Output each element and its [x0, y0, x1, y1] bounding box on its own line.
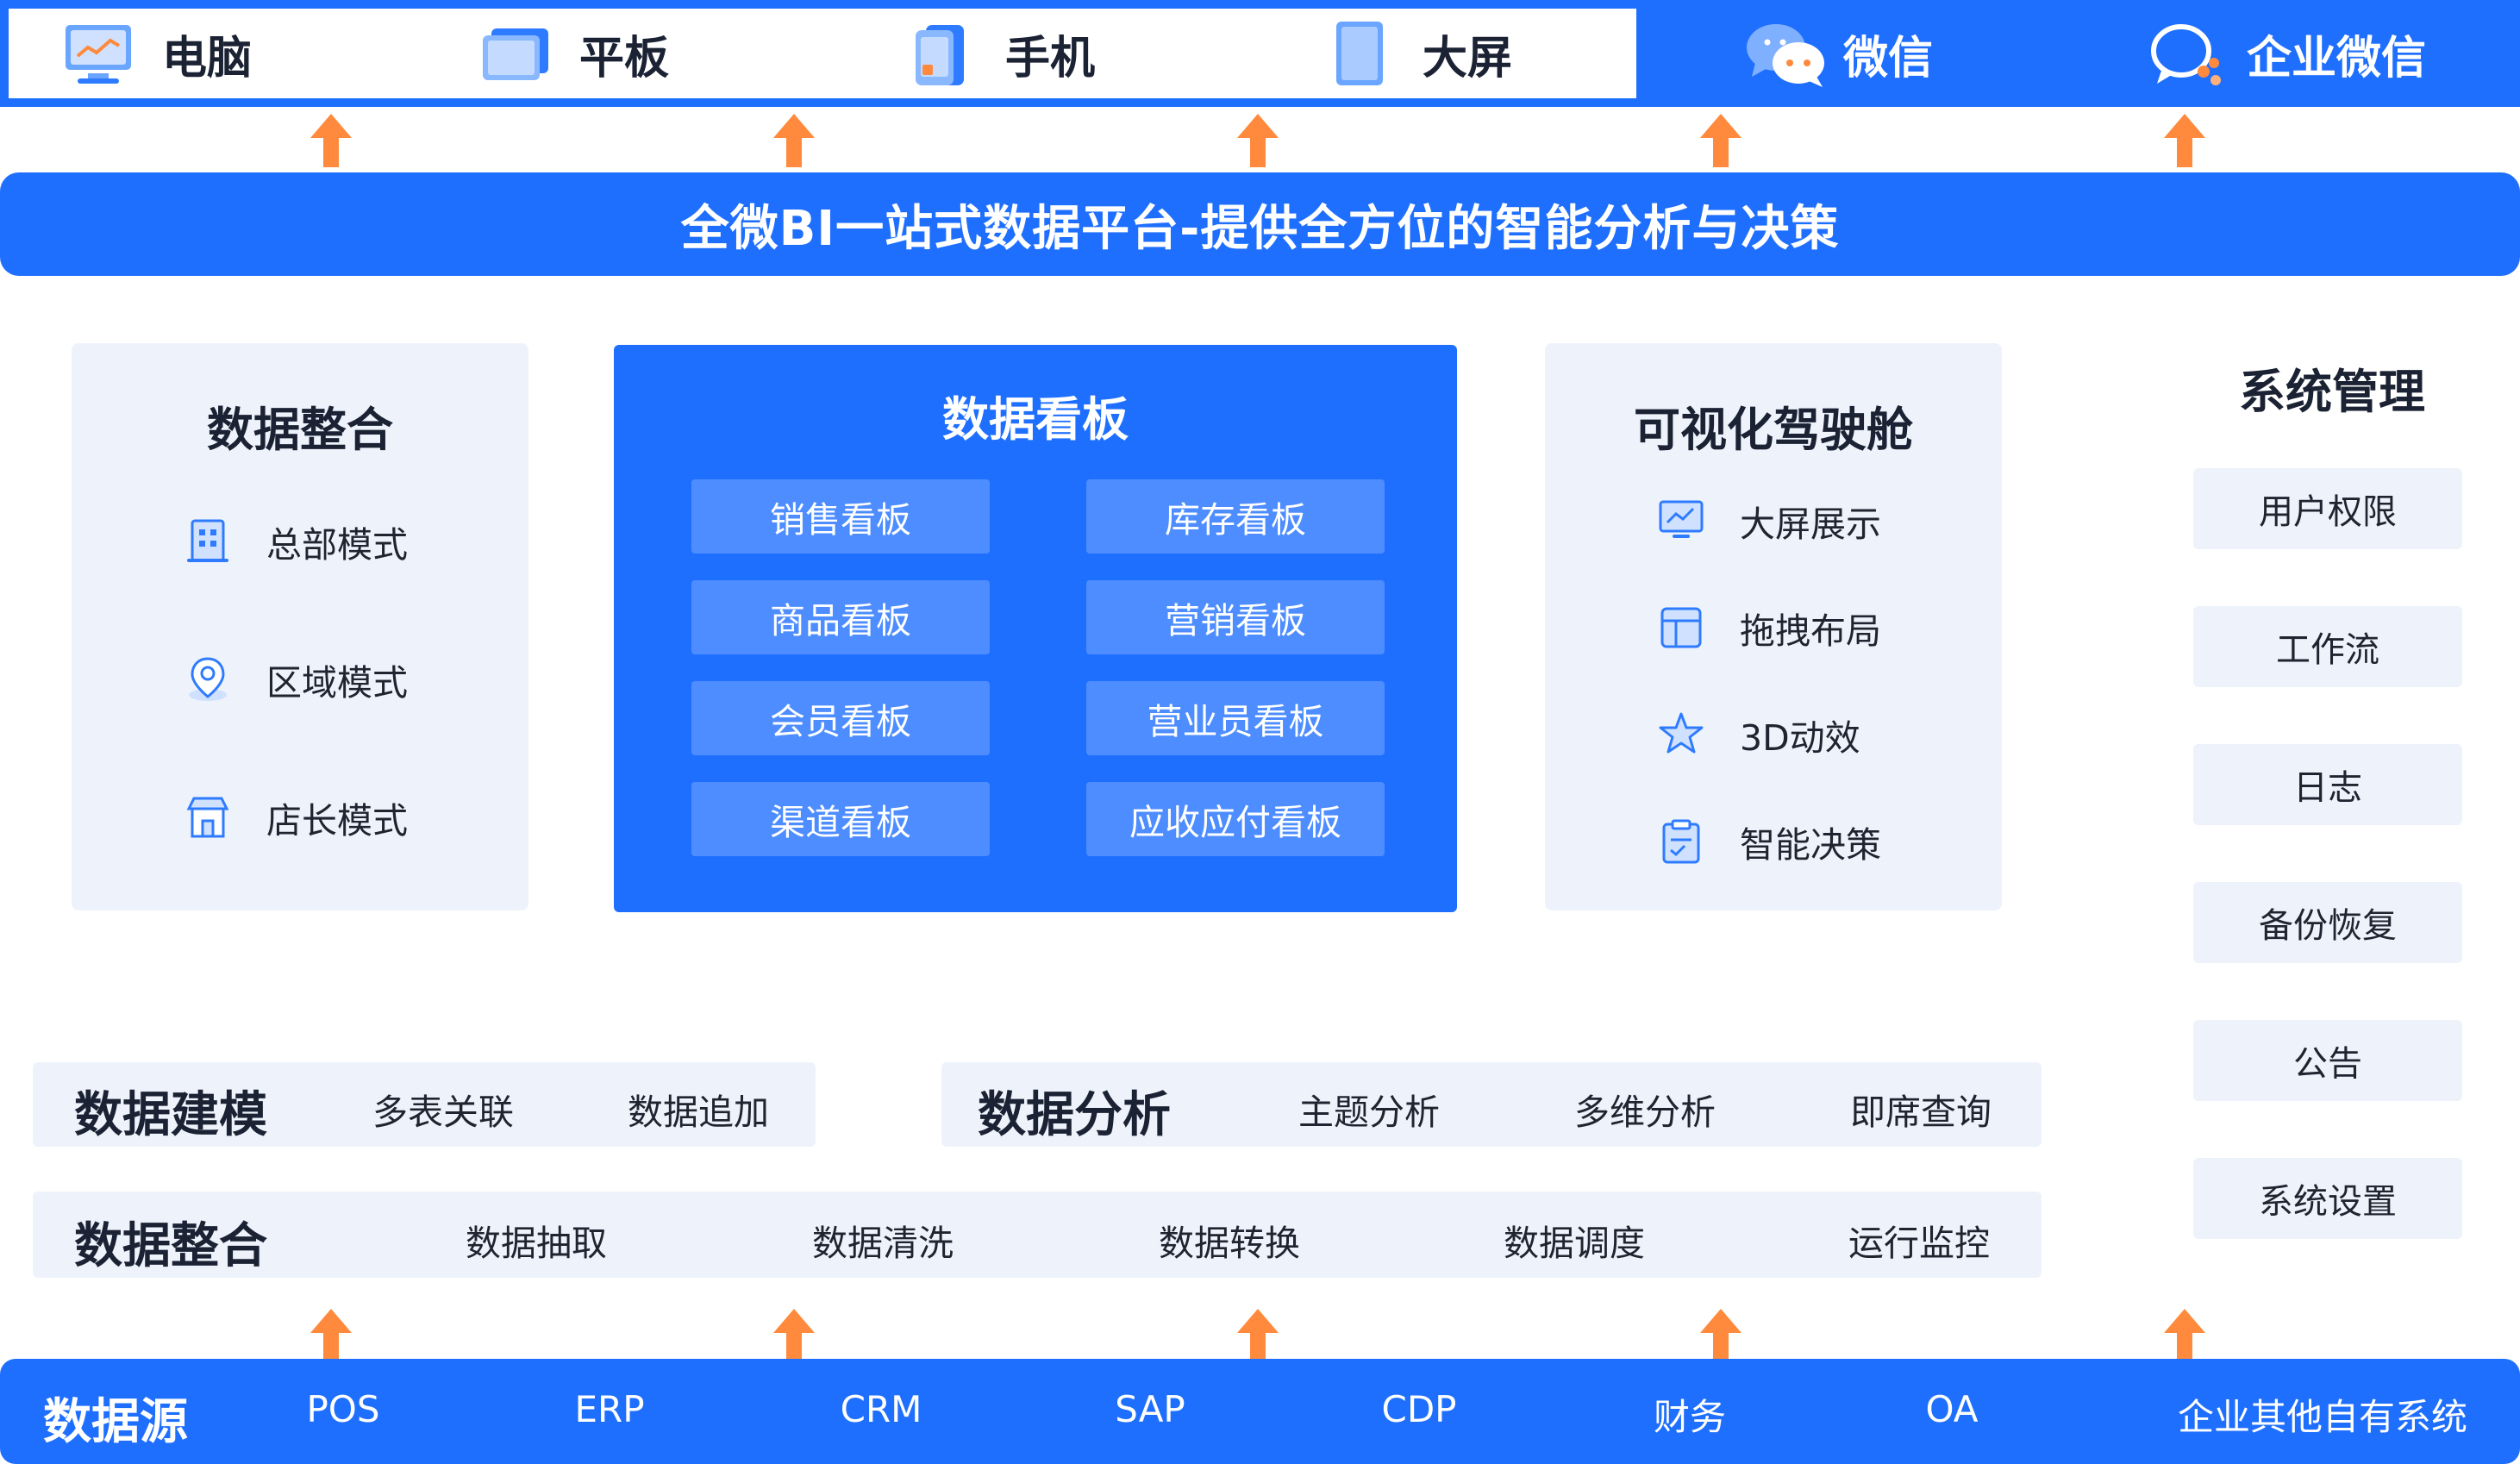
up-arrow	[1700, 114, 1741, 167]
cockpit-item-label: 智能决策	[1740, 824, 1881, 866]
up-arrow	[1237, 114, 1279, 167]
data-source-item[interactable]: CRM	[840, 1388, 922, 1430]
cockpit-item[interactable]: 拖拽布局	[1657, 602, 1881, 654]
data-source-item[interactable]: POS	[306, 1388, 380, 1430]
device-label-big-screen: 大屏	[1423, 32, 1513, 84]
location-pin-icon	[184, 655, 232, 704]
up-arrow	[1237, 1309, 1279, 1362]
data-modeling-band: 数据建模 多表关联 数据追加	[33, 1062, 816, 1147]
panel-title: 数据整合	[207, 403, 393, 457]
dashboard-chip[interactable]: 商品看板	[691, 580, 990, 654]
up-arrow	[2164, 114, 2205, 167]
cockpit-item-label: 大屏展示	[1740, 504, 1881, 545]
monitor-icon	[62, 20, 134, 87]
system-management-title: 系统管理	[2239, 365, 2425, 419]
data-source-item[interactable]: 财务	[1653, 1396, 1727, 1438]
cockpit-item[interactable]: 大屏展示	[1657, 495, 1881, 547]
band-item[interactable]: 主题分析	[1298, 1092, 1440, 1133]
band-item[interactable]: 数据调度	[1504, 1223, 1645, 1264]
system-item[interactable]: 备份恢复	[2193, 882, 2462, 963]
system-item[interactable]: 系统设置	[2193, 1158, 2462, 1239]
up-arrow	[310, 1309, 352, 1362]
device-label-phone: 手机	[1005, 32, 1096, 84]
data-source-item[interactable]: ERP	[574, 1388, 645, 1430]
dashboard-chip[interactable]: 应收应付看板	[1086, 782, 1385, 856]
device-phone[interactable]: 手机	[905, 16, 1095, 91]
band-title: 数据整合	[74, 1218, 267, 1274]
data-analysis-band: 数据分析 主题分析 多维分析 即席查询	[941, 1062, 2042, 1147]
data-source-item[interactable]: 企业其他自有系统	[2177, 1396, 2468, 1438]
cockpit-item[interactable]: 智能决策	[1657, 816, 1881, 867]
data-source-title: 数据源	[43, 1394, 188, 1450]
system-item[interactable]: 工作流	[2193, 606, 2462, 687]
mode-label: 区域模式	[266, 662, 408, 704]
screen-chart-icon	[1657, 497, 1705, 545]
wechat-icon	[1743, 20, 1824, 87]
dashboard-chip[interactable]: 销售看板	[691, 479, 990, 554]
data-source-item[interactable]: CDP	[1381, 1388, 1457, 1430]
platform-headline: 全微BI一站式数据平台-提供全方位的智能分析与决策	[0, 172, 2520, 276]
building-icon	[184, 517, 232, 566]
band-title: 数据分析	[978, 1087, 1171, 1143]
device-label-tablet: 平板	[579, 32, 670, 84]
device-tablet[interactable]: 平板	[479, 16, 669, 91]
up-arrow	[310, 114, 352, 167]
band-item[interactable]: 数据转换	[1159, 1223, 1300, 1264]
device-wechat[interactable]: 微信	[1743, 16, 1933, 91]
data-integration-panel: 数据整合 总部模式 区域模式	[72, 343, 528, 910]
device-label-wecom: 企业微信	[2247, 32, 2427, 84]
tablet-icon	[479, 20, 552, 87]
clipboard-icon	[1657, 817, 1705, 866]
store-icon	[184, 793, 232, 841]
up-arrow	[2164, 1309, 2205, 1362]
system-item[interactable]: 用户权限	[2193, 468, 2462, 549]
cockpit-item[interactable]: 3D动效	[1657, 709, 1860, 760]
up-arrow	[1700, 1309, 1741, 1362]
data-source-item[interactable]: SAP	[1115, 1388, 1185, 1430]
system-item[interactable]: 日志	[2193, 744, 2462, 825]
layout-icon	[1657, 604, 1705, 652]
band-item[interactable]: 多维分析	[1574, 1092, 1716, 1133]
device-label-wechat: 微信	[1843, 32, 1934, 84]
device-wecom[interactable]: 企业微信	[2147, 16, 2426, 91]
band-title: 数据建模	[74, 1087, 267, 1143]
band-item[interactable]: 数据追加	[628, 1092, 769, 1133]
star-icon	[1657, 710, 1705, 759]
data-source-item[interactable]: OA	[1925, 1388, 1979, 1430]
mode-label: 店长模式	[266, 800, 408, 841]
data-dashboard-panel: 数据看板 销售看板 库存看板 商品看板 营销看板 会员看板 营业员看板 渠道看板…	[614, 345, 1457, 912]
panel-title: 数据看板	[942, 392, 1129, 447]
data-integration-band: 数据整合 数据抽取 数据清洗 数据转换 数据调度 运行监控	[33, 1192, 2042, 1278]
dashboard-chip[interactable]: 库存看板	[1086, 479, 1385, 554]
wecom-icon	[2147, 20, 2221, 87]
dashboard-chip[interactable]: 营销看板	[1086, 580, 1385, 654]
device-big-screen[interactable]: 大屏	[1323, 16, 1512, 91]
cockpit-item-label: 拖拽布局	[1740, 610, 1881, 652]
phone-icon	[905, 20, 978, 87]
band-item[interactable]: 数据清洗	[812, 1223, 954, 1264]
band-item[interactable]: 多表关联	[372, 1092, 514, 1133]
visual-cockpit-panel: 可视化驾驶舱 大屏展示 拖拽布局 3D动效	[1545, 343, 2002, 910]
panel-title: 可视化驾驶舱	[1634, 403, 1913, 457]
band-item[interactable]: 数据抽取	[466, 1223, 607, 1264]
mode-item-hq[interactable]: 总部模式	[184, 516, 408, 567]
mode-item-store[interactable]: 店长模式	[184, 791, 408, 843]
mode-label: 总部模式	[266, 524, 408, 566]
cockpit-item-label: 3D动效	[1740, 717, 1860, 759]
band-item[interactable]: 即席查询	[1850, 1092, 1992, 1133]
up-arrow	[773, 114, 815, 167]
device-label-pc: 电脑	[162, 32, 253, 84]
dashboard-chip[interactable]: 营业员看板	[1086, 681, 1385, 755]
dashboard-chip[interactable]: 渠道看板	[691, 782, 990, 856]
band-item[interactable]: 运行监控	[1848, 1223, 1990, 1264]
up-arrow	[773, 1309, 815, 1362]
system-item[interactable]: 公告	[2193, 1020, 2462, 1101]
dashboard-chip[interactable]: 会员看板	[691, 681, 990, 755]
data-source-bar: 数据源 POS ERP CRM SAP CDP 财务 OA 企业其他自有系统	[0, 1359, 2520, 1464]
mode-item-region[interactable]: 区域模式	[184, 654, 408, 705]
big-screen-icon	[1323, 20, 1395, 87]
device-pc[interactable]: 电脑	[62, 16, 252, 91]
